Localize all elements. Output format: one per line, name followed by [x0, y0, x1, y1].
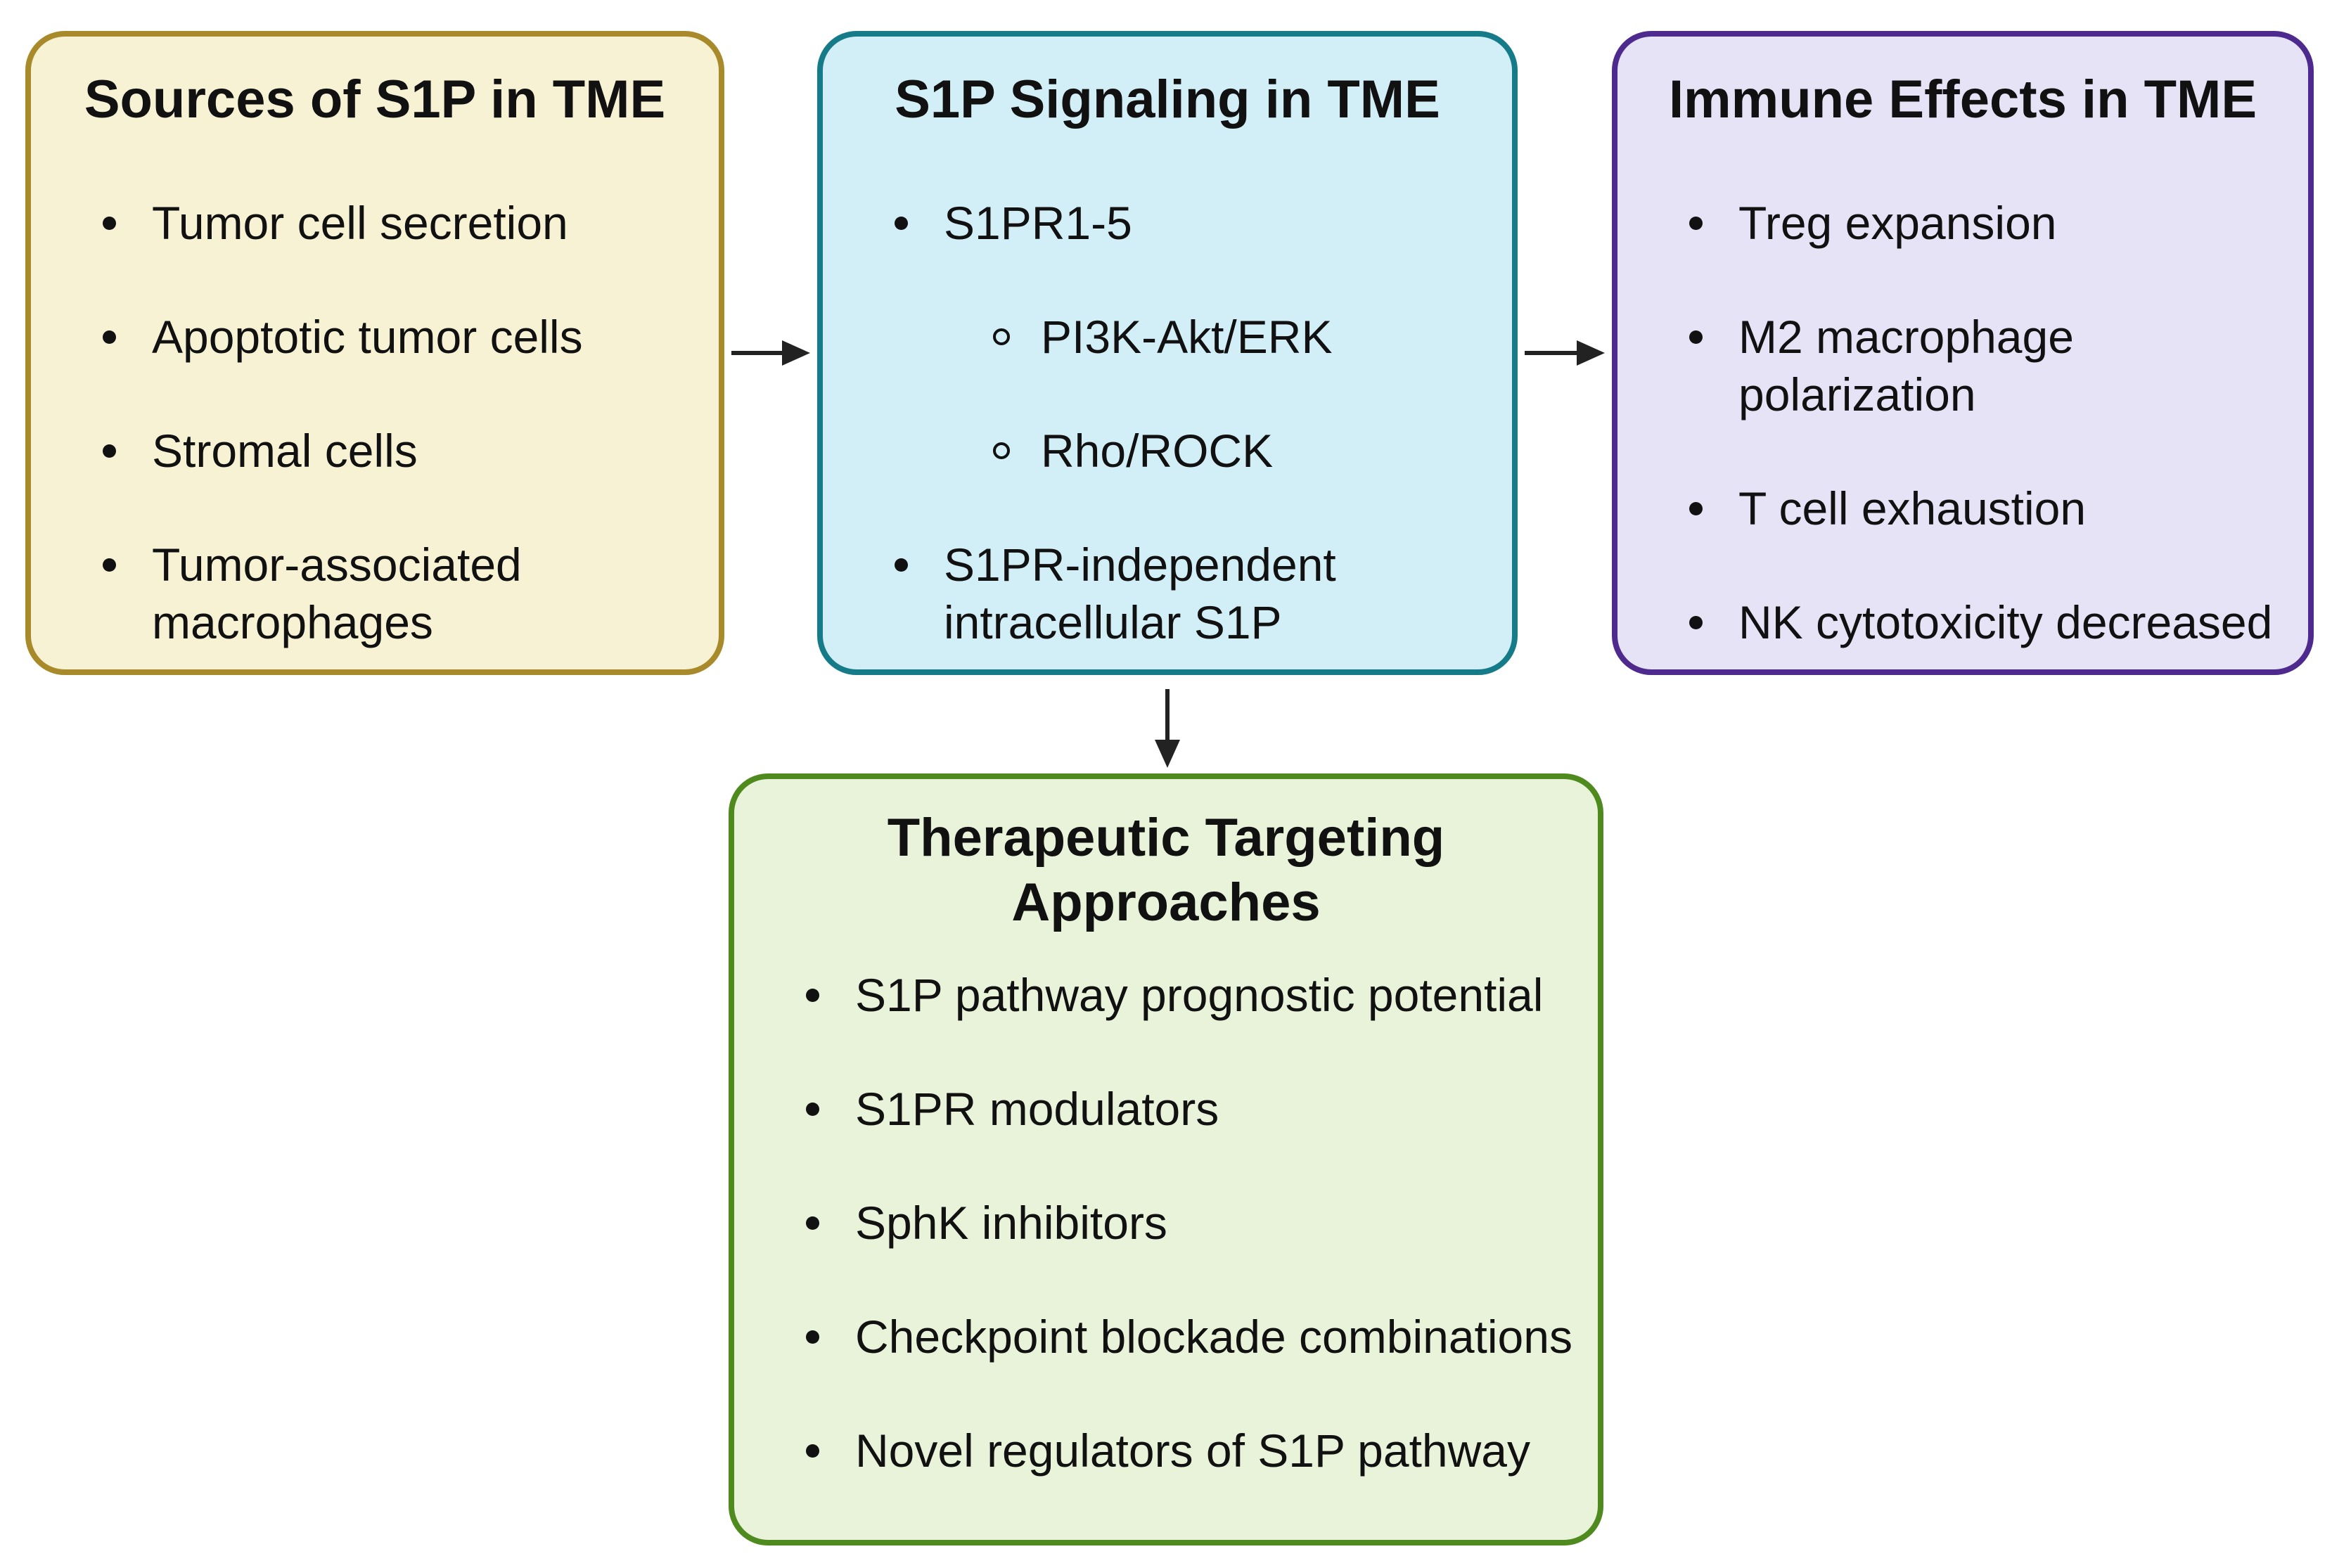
list-item-text: S1PR-independent intracellular S1P — [944, 539, 1336, 648]
list-item: Treg expansion — [1661, 194, 2308, 252]
arrow-signaling-to-immune — [1525, 340, 1605, 366]
sources-box: Sources of S1P in TME Tumor cell secreti… — [25, 31, 724, 675]
bullet-icon — [806, 1216, 819, 1230]
list-item-text: S1P pathway prognostic potential — [855, 969, 1544, 1021]
therapeutic-title: Therapeutic Targeting Approaches — [887, 808, 1445, 932]
list-item-text: M2 macrophage polarization — [1738, 311, 2074, 420]
list-item: T cell exhaustion — [1661, 480, 2308, 537]
list-item-text: Stromal cells — [152, 425, 418, 477]
list-item-text: Tumor cell secretion — [152, 197, 568, 249]
list-item-text: Tumor-associated macrophages — [152, 539, 522, 648]
list-item: S1PR1-5 — [866, 194, 1499, 252]
bullet-icon — [1689, 502, 1703, 515]
list-item-text: Treg expansion — [1738, 197, 2057, 249]
therapeutic-box: Therapeutic Targeting Approaches S1P pat… — [729, 773, 1603, 1545]
list-item-text: Rho/ROCK — [1041, 425, 1274, 477]
list-item: NK cytotoxicity decreased — [1661, 593, 2308, 651]
sources-list: Tumor cell secretion Apoptotic tumor cel… — [75, 194, 707, 707]
bullet-icon — [806, 1103, 819, 1116]
list-item-text: S1PR modulators — [855, 1083, 1219, 1135]
bullet-icon — [806, 1330, 819, 1344]
list-item: Apoptotic tumor cells — [75, 308, 707, 366]
sources-title: Sources of S1P in TME — [84, 70, 666, 129]
list-item-text: Apoptotic tumor cells — [152, 311, 583, 363]
list-item-text: PI3K-Akt/ERK — [1041, 311, 1333, 363]
bullet-icon — [806, 1444, 819, 1458]
bullet-icon — [103, 217, 116, 230]
therapeutic-list: S1P pathway prognostic potential S1PR mo… — [776, 966, 1592, 1536]
list-item: Checkpoint blockade combinations — [776, 1308, 1592, 1365]
list-item-text: T cell exhaustion — [1738, 482, 2087, 534]
list-item: S1P pathway prognostic potential — [776, 966, 1592, 1024]
signaling-title: S1P Signaling in TME — [895, 70, 1440, 129]
hollow-bullet-icon — [993, 442, 1010, 459]
list-item-text: SphK inhibitors — [855, 1197, 1167, 1249]
list-item: Stromal cells — [75, 422, 707, 480]
signaling-box: S1P Signaling in TME S1PR1-5 PI3K-Akt/ER… — [817, 31, 1518, 675]
list-item: S1PR modulators — [776, 1080, 1592, 1138]
list-item-text: NK cytotoxicity decreased — [1738, 596, 2273, 648]
bullet-icon — [103, 558, 116, 572]
list-item: SphK inhibitors — [776, 1194, 1592, 1252]
bullet-icon — [1689, 616, 1703, 629]
list-item: S1PR-independent intracellular S1P — [866, 536, 1436, 651]
immune-box: Immune Effects in TME Treg expansion M2 … — [1612, 31, 2314, 675]
immune-title: Immune Effects in TME — [1668, 70, 2257, 129]
list-item: Tumor cell secretion — [75, 194, 707, 252]
bullet-icon — [103, 330, 116, 344]
list-item-text: Checkpoint blockade combinations — [855, 1311, 1572, 1363]
bullet-icon — [806, 989, 819, 1002]
immune-list: Treg expansion M2 macrophage polarizatio… — [1661, 194, 2308, 707]
list-item-text: S1PR1-5 — [944, 197, 1132, 249]
arrow-sources-to-signaling — [731, 340, 810, 366]
signaling-list: S1PR1-5 PI3K-Akt/ERK Rho/ROCK S1PR-indep… — [866, 194, 1499, 707]
hollow-bullet-icon — [993, 328, 1010, 345]
bullet-icon — [1689, 217, 1703, 230]
list-item: Tumor-associated macrophages — [75, 536, 532, 651]
list-item-text: Novel regulators of S1P pathway — [855, 1425, 1530, 1477]
list-item: M2 macrophage polarization — [1661, 308, 2174, 423]
bullet-icon — [895, 558, 908, 572]
bullet-icon — [103, 444, 116, 458]
bullet-icon — [895, 217, 908, 230]
bullet-icon — [1689, 330, 1703, 344]
sub-list-item: Rho/ROCK — [866, 422, 1499, 480]
sub-list-item: PI3K-Akt/ERK — [866, 308, 1499, 366]
list-item: Novel regulators of S1P pathway — [776, 1422, 1592, 1479]
